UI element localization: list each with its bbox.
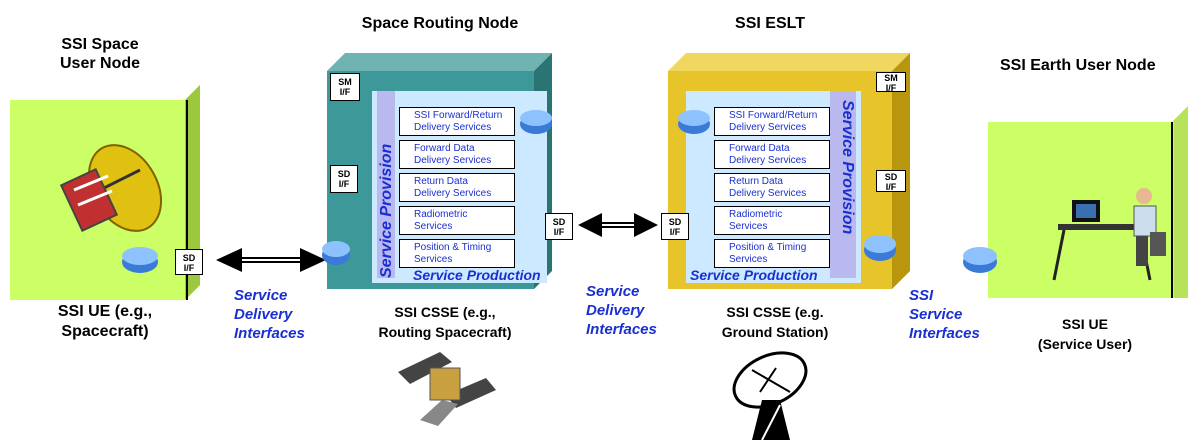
service-line: Position & Timing	[729, 242, 807, 253]
service-line: Return Data	[729, 176, 783, 187]
caption-line: Routing Spacecraft)	[378, 324, 512, 340]
label-line: Service	[234, 287, 288, 304]
caption-line: SSI UE	[1062, 316, 1108, 332]
label-line: Delivery	[586, 302, 645, 319]
label-line: SSI	[909, 287, 934, 304]
tag-label: SD I/F	[552, 217, 566, 237]
space-user-caption: SSI UE (e.g., Spacecraft)	[20, 302, 190, 342]
service-line: Delivery Services	[414, 155, 492, 166]
middle-interface-label: Service Delivery Interfaces	[586, 282, 657, 339]
earth-user-caption: SSI UE (Service User)	[1020, 314, 1150, 354]
caption-line: Ground Station)	[721, 324, 829, 340]
sd-if-tag: SD I/F	[876, 170, 906, 192]
service-line: Services	[729, 254, 768, 265]
service-line: Services	[729, 221, 768, 232]
router-icon	[963, 247, 997, 273]
routing-production-label: Service Production	[413, 267, 541, 283]
sd-if-tag: SD I/F	[661, 213, 689, 240]
left-interface-label: Service Delivery Interfaces	[234, 286, 305, 343]
sd-if-tag: SD I/F	[545, 213, 573, 240]
service-line: SSI Forward/Return	[414, 110, 503, 121]
tag-label: SD I/F	[884, 172, 898, 192]
eslt-provision-label: Service Provision	[839, 100, 856, 235]
caption-line: Spacecraft)	[61, 323, 149, 340]
service-line: Forward Data	[729, 143, 790, 154]
workstation-icon	[1052, 188, 1166, 281]
label-line: Interfaces	[234, 325, 305, 342]
caption-line: SSI CSSE (e.g.	[726, 304, 824, 320]
arrow-middle	[578, 213, 658, 237]
tag-label: SM I/F	[338, 77, 352, 97]
label-line: Interfaces	[909, 325, 980, 342]
sd-if-tag: SD I/F	[330, 165, 358, 193]
service-line: Delivery Services	[729, 188, 807, 199]
title-line: SSI Space	[61, 36, 139, 53]
label-line: Interfaces	[586, 321, 657, 338]
service-line: Delivery Services	[729, 155, 807, 166]
service-line: Return Data	[414, 176, 468, 187]
label-line: Service	[909, 306, 963, 323]
router-icon	[322, 241, 350, 265]
space-user-title: SSI Space User Node	[30, 35, 170, 73]
router-icon	[678, 110, 710, 134]
arrow-left	[216, 248, 326, 272]
sm-if-tag: SM I/F	[330, 73, 360, 101]
routing-node-title: Space Routing Node	[361, 15, 519, 32]
router-icon	[520, 110, 552, 134]
router-icon	[864, 235, 896, 261]
tag-label: SD I/F	[182, 253, 196, 273]
ground-dish-icon	[732, 351, 808, 441]
service-line: SSI Forward/Return	[729, 110, 818, 121]
router-icon	[122, 247, 158, 273]
label-line: Service	[586, 283, 640, 300]
service-line: Delivery Services	[414, 122, 492, 133]
tag-label: SD I/F	[668, 217, 682, 237]
right-interface-label: SSI Service Interfaces	[909, 286, 980, 343]
routing-caption: SSI CSSE (e.g., Routing Spacecraft)	[355, 302, 535, 342]
service-line: Services	[414, 254, 453, 265]
sd-if-tag: SD I/F	[175, 249, 203, 275]
tag-label: SD I/F	[337, 169, 351, 189]
spacecraft-dish-icon	[59, 144, 163, 233]
satellite-icon	[398, 352, 496, 426]
service-line: Delivery Services	[414, 188, 492, 199]
label-line: Delivery	[234, 306, 293, 323]
eslt-caption: SSI CSSE (e.g. Ground Station)	[700, 302, 850, 342]
service-line: Forward Data	[414, 143, 475, 154]
caption-line: (Service User)	[1037, 336, 1133, 352]
title-line: User Node	[59, 55, 141, 72]
service-line: Position & Timing	[414, 242, 492, 253]
eslt-title: SSI ESLT	[735, 15, 805, 32]
routing-provision-label: Service Provision	[378, 143, 395, 278]
tag-label: SM I/F	[884, 73, 898, 93]
sm-if-tag: SM I/F	[876, 72, 906, 93]
service-line: Delivery Services	[729, 122, 807, 133]
caption-line: SSI CSSE (e.g.,	[394, 304, 496, 320]
eslt-production-label: Service Production	[690, 267, 818, 283]
service-line: Radiometric	[729, 209, 783, 220]
service-line: Radiometric	[414, 209, 468, 220]
earth-user-title: SSI Earth User Node	[1000, 57, 1156, 74]
service-line: Services	[414, 221, 453, 232]
caption-line: SSI UE (e.g.,	[57, 303, 153, 320]
